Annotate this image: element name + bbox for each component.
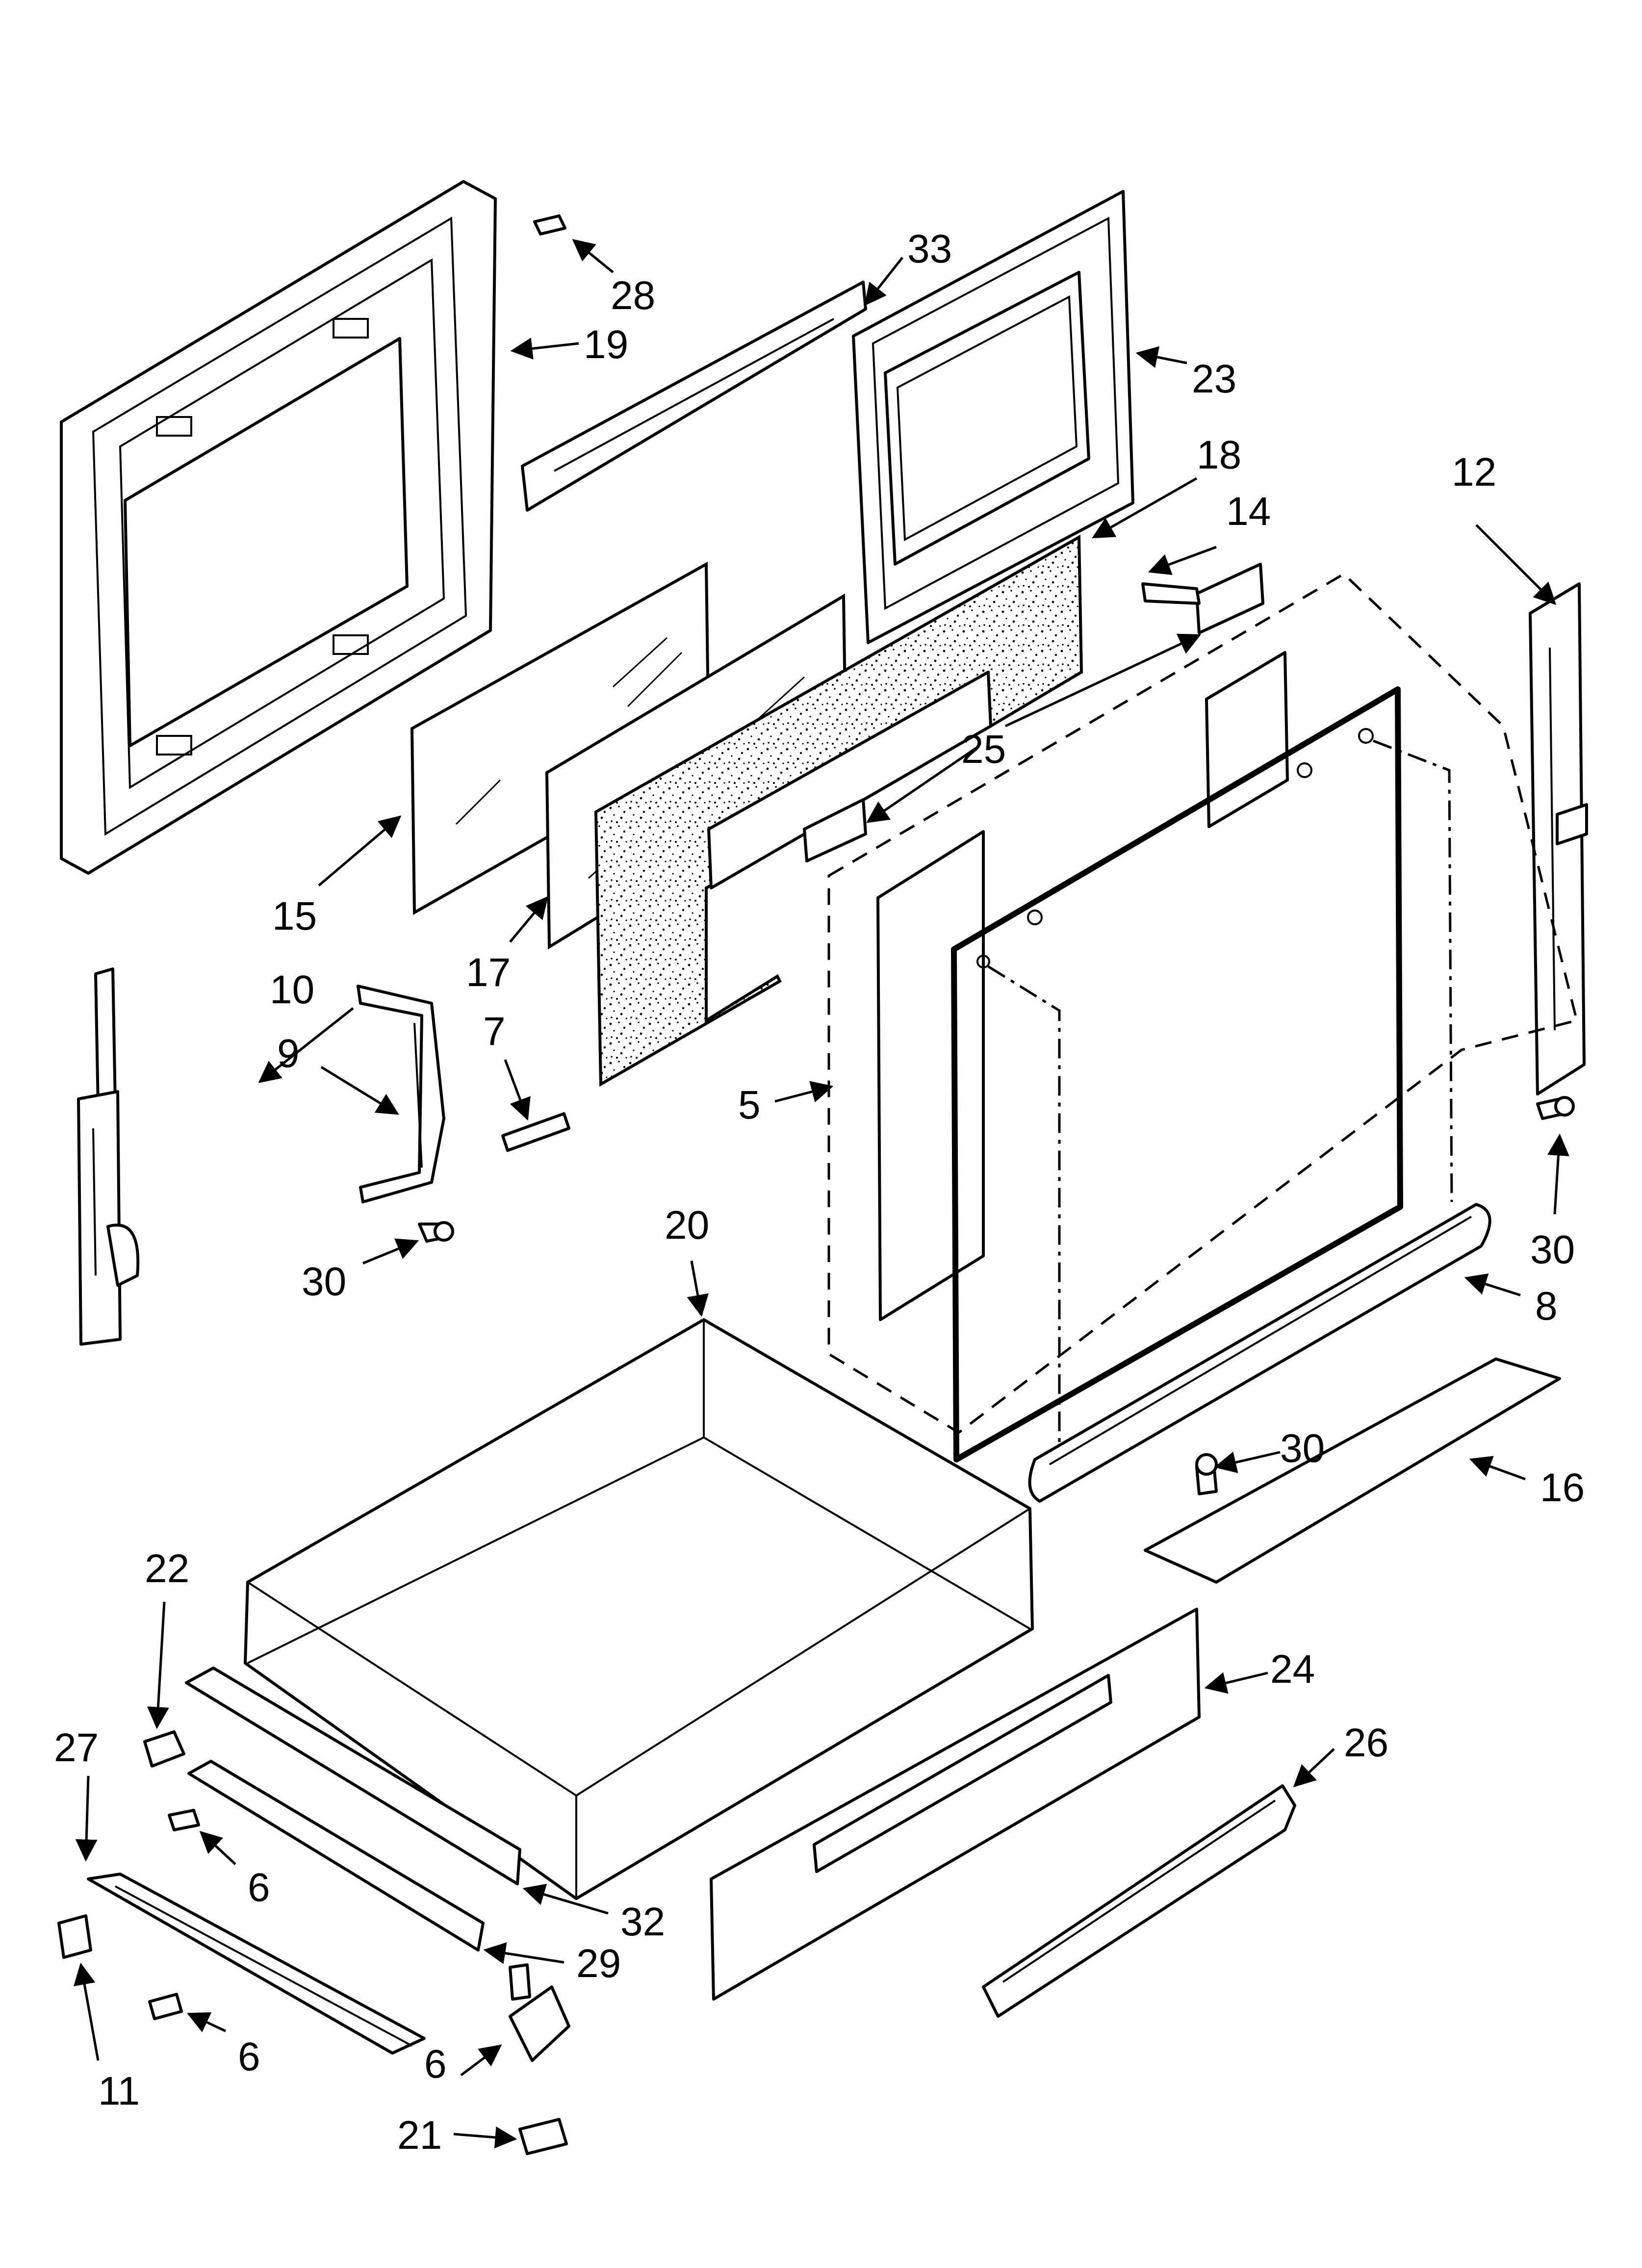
callout-30-left: 30 — [302, 1259, 346, 1304]
callout-20: 20 — [665, 1203, 709, 1248]
callout-33: 33 — [907, 227, 952, 271]
callout-8: 8 — [1535, 1284, 1558, 1329]
bottom-plate — [1144, 1357, 1561, 1584]
callout-16: 16 — [1540, 1465, 1585, 1510]
door-bracket-strip — [521, 281, 867, 512]
drawer-handle — [982, 1784, 1296, 2018]
door-bottom-trim — [1028, 1203, 1491, 1503]
door-outer-frame — [60, 180, 497, 875]
screw-6-right — [509, 1963, 531, 2001]
callout-23: 23 — [1192, 357, 1236, 401]
callout-labels: 28 19 33 23 18 14 12 25 15 17 10 9 7 5 3… — [54, 227, 1585, 2158]
callout-21: 21 — [397, 2113, 442, 2158]
drawer-box — [244, 1318, 1034, 1900]
callout-6-lower: 6 — [238, 2034, 260, 2079]
screw-6-lower — [148, 1993, 183, 2020]
callout-24: 24 — [1270, 1647, 1315, 1692]
screw-6-upper — [168, 1809, 200, 1831]
screw-30-left — [418, 1221, 454, 1243]
drawer-slide — [187, 1760, 485, 1952]
door-inner-panel — [852, 190, 1134, 644]
callout-15: 15 — [272, 894, 317, 938]
callout-18: 18 — [1197, 433, 1241, 477]
callout-19: 19 — [584, 322, 628, 367]
callout-9: 9 — [277, 1031, 300, 1076]
drawer-rail-left — [87, 1873, 426, 2055]
callout-29: 29 — [576, 1941, 621, 1986]
callout-6-upper: 6 — [248, 1865, 270, 1910]
screw-30-bottom — [1195, 1453, 1218, 1495]
callout-30-bottom: 30 — [1280, 1426, 1325, 1471]
callout-7: 7 — [483, 1009, 506, 1054]
leader-lines — [74, 239, 1569, 2149]
hinge-receptacle-upper — [1141, 563, 1264, 634]
side-hinge-rail — [1529, 582, 1588, 1095]
callout-12: 12 — [1452, 450, 1496, 495]
hinge-receptacle-lower — [803, 798, 867, 862]
callout-30-right: 30 — [1530, 1227, 1575, 1272]
callout-26: 26 — [1344, 1721, 1388, 1765]
leveling-leg-21 — [509, 1985, 570, 2155]
screw-30-right — [1536, 1096, 1575, 1120]
callout-17: 17 — [466, 950, 511, 995]
door-assembly-outline — [827, 572, 1579, 1434]
callout-10: 10 — [270, 967, 314, 1012]
callout-25: 25 — [961, 727, 1006, 772]
callout-22: 22 — [145, 1546, 189, 1591]
callout-5: 5 — [738, 1083, 761, 1127]
handle-bracket — [357, 985, 445, 1203]
callout-32: 32 — [620, 1900, 665, 1944]
drawer-stop-22 — [143, 1730, 185, 1768]
door-hinge — [77, 967, 140, 1346]
callout-11: 11 — [98, 2069, 140, 2113]
drawer-side-rail — [185, 1667, 521, 1885]
door-panel-front — [951, 686, 1453, 1462]
drawer-front-panel — [710, 1608, 1201, 2001]
callout-14: 14 — [1226, 489, 1271, 534]
spacer-block — [501, 1112, 570, 1152]
callout-27: 27 — [54, 1725, 99, 1770]
leveling-foot-11 — [57, 1914, 92, 1959]
clip-part — [533, 214, 566, 235]
callout-6-right: 6 — [424, 2042, 447, 2086]
callout-28: 28 — [611, 273, 655, 318]
